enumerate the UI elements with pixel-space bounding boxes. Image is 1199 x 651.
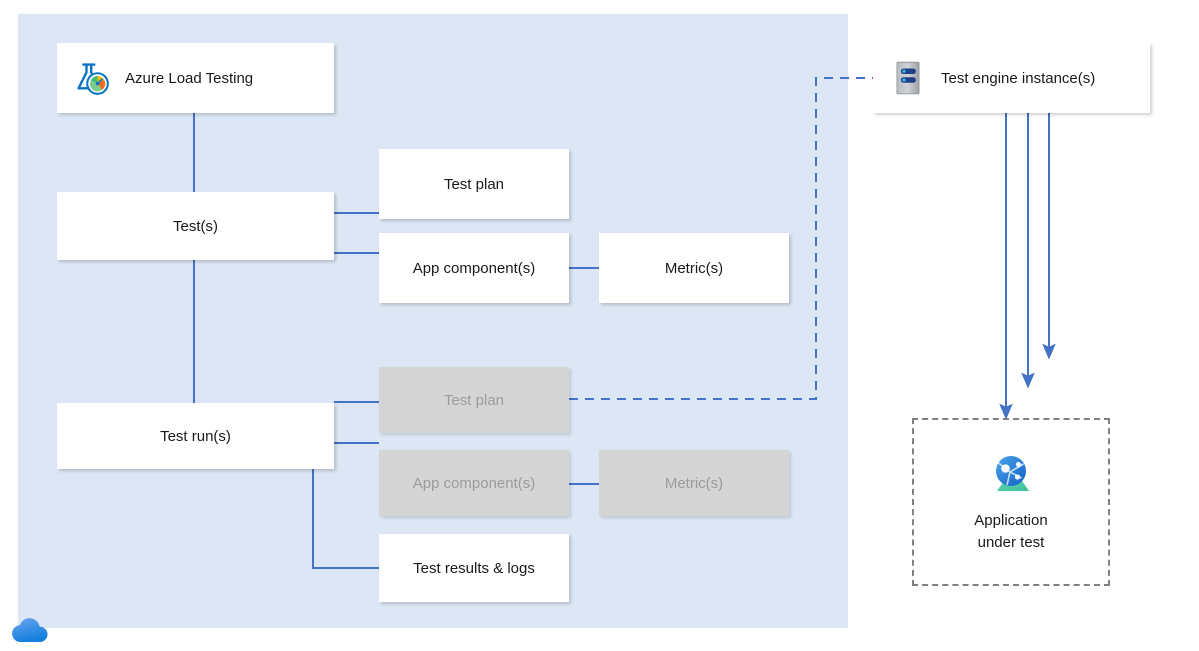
application-under-test-label: Application under test — [974, 512, 1048, 551]
node-metrics-snapshot[interactable]: Metric(s) — [599, 450, 789, 516]
node-test-results[interactable]: Test results & logs — [379, 534, 569, 602]
application-under-test-boundary[interactable]: Application under test — [912, 418, 1110, 586]
node-tests[interactable]: Test(s) — [57, 192, 334, 260]
node-app-components[interactable]: App component(s) — [379, 233, 569, 303]
node-test-plan-snapshot[interactable]: Test plan — [379, 367, 569, 433]
cloud-icon — [12, 618, 48, 642]
server-instance-icon — [896, 61, 920, 95]
node-test-plan[interactable]: Test plan — [379, 149, 569, 219]
node-test-results-label: Test results & logs — [413, 559, 535, 577]
node-test-engine-label: Test engine instance(s) — [941, 69, 1096, 87]
node-metrics[interactable]: Metric(s) — [599, 233, 789, 303]
globe-network-icon — [996, 456, 1029, 492]
node-app-components-snapshot[interactable]: App component(s) — [379, 450, 569, 516]
node-azure-load-testing[interactable]: Azure Load Testing — [57, 43, 334, 113]
node-app-components-label: App component(s) — [412, 259, 536, 277]
node-test-engine[interactable]: Test engine instance(s) — [873, 43, 1150, 113]
node-azure-load-testing-label: Azure Load Testing — [125, 69, 254, 87]
azure-load-testing-flask-icon — [77, 63, 109, 95]
node-app-components-snapshot-label: App component(s) — [412, 474, 536, 492]
node-tests-label: Test(s) — [173, 217, 218, 235]
node-test-plan-snapshot-label: Test plan — [443, 391, 505, 409]
node-metrics-label: Metric(s) — [664, 259, 724, 277]
node-metrics-snapshot-label: Metric(s) — [664, 474, 724, 492]
node-test-runs[interactable]: Test run(s) — [57, 403, 334, 469]
node-test-runs-label: Test run(s) — [160, 427, 231, 445]
node-test-plan-label: Test plan — [443, 175, 505, 193]
